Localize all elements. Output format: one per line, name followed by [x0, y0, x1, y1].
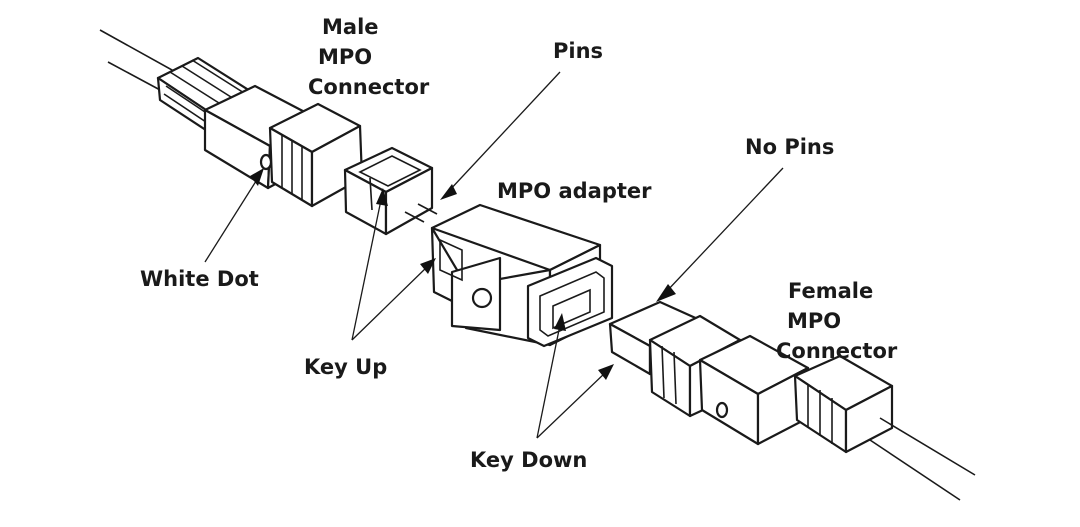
label-male-line2: MPO: [318, 45, 372, 69]
label-female-line2: MPO: [787, 309, 841, 333]
label-female-line1: Female: [788, 279, 873, 303]
male-pin: [417, 203, 438, 215]
female-cable: [869, 417, 976, 501]
mpo-adapter: [430, 203, 614, 348]
adapter-screw-hole: [471, 287, 493, 309]
label-pins: Pins: [553, 39, 603, 63]
male-white-dot: [259, 153, 273, 171]
label-no-pins: No Pins: [745, 135, 834, 159]
female-white-dot: [715, 401, 729, 419]
label-male-line1: Male: [322, 15, 379, 39]
callout-white-dot: [204, 168, 264, 263]
male-pin: [404, 211, 425, 223]
label-white-dot: White Dot: [140, 267, 259, 291]
label-female-line3: Connector: [776, 339, 898, 363]
female-boot: [793, 354, 894, 454]
label-mpo-adapter: MPO adapter: [497, 179, 652, 203]
label-key-down: Key Down: [470, 448, 587, 472]
callout-key-up: [351, 188, 436, 341]
callout-pins: [440, 71, 561, 200]
callout-no-pins: [656, 167, 784, 302]
callout-key-down: [536, 313, 614, 439]
male-ferrule: [343, 146, 438, 236]
female-mpo-connector: [608, 300, 976, 501]
label-male-line3: Connector: [308, 75, 430, 99]
male-mpo-connector: [99, 29, 438, 236]
male-coupling-sleeve: [268, 102, 364, 208]
label-key-up: Key Up: [304, 355, 387, 379]
